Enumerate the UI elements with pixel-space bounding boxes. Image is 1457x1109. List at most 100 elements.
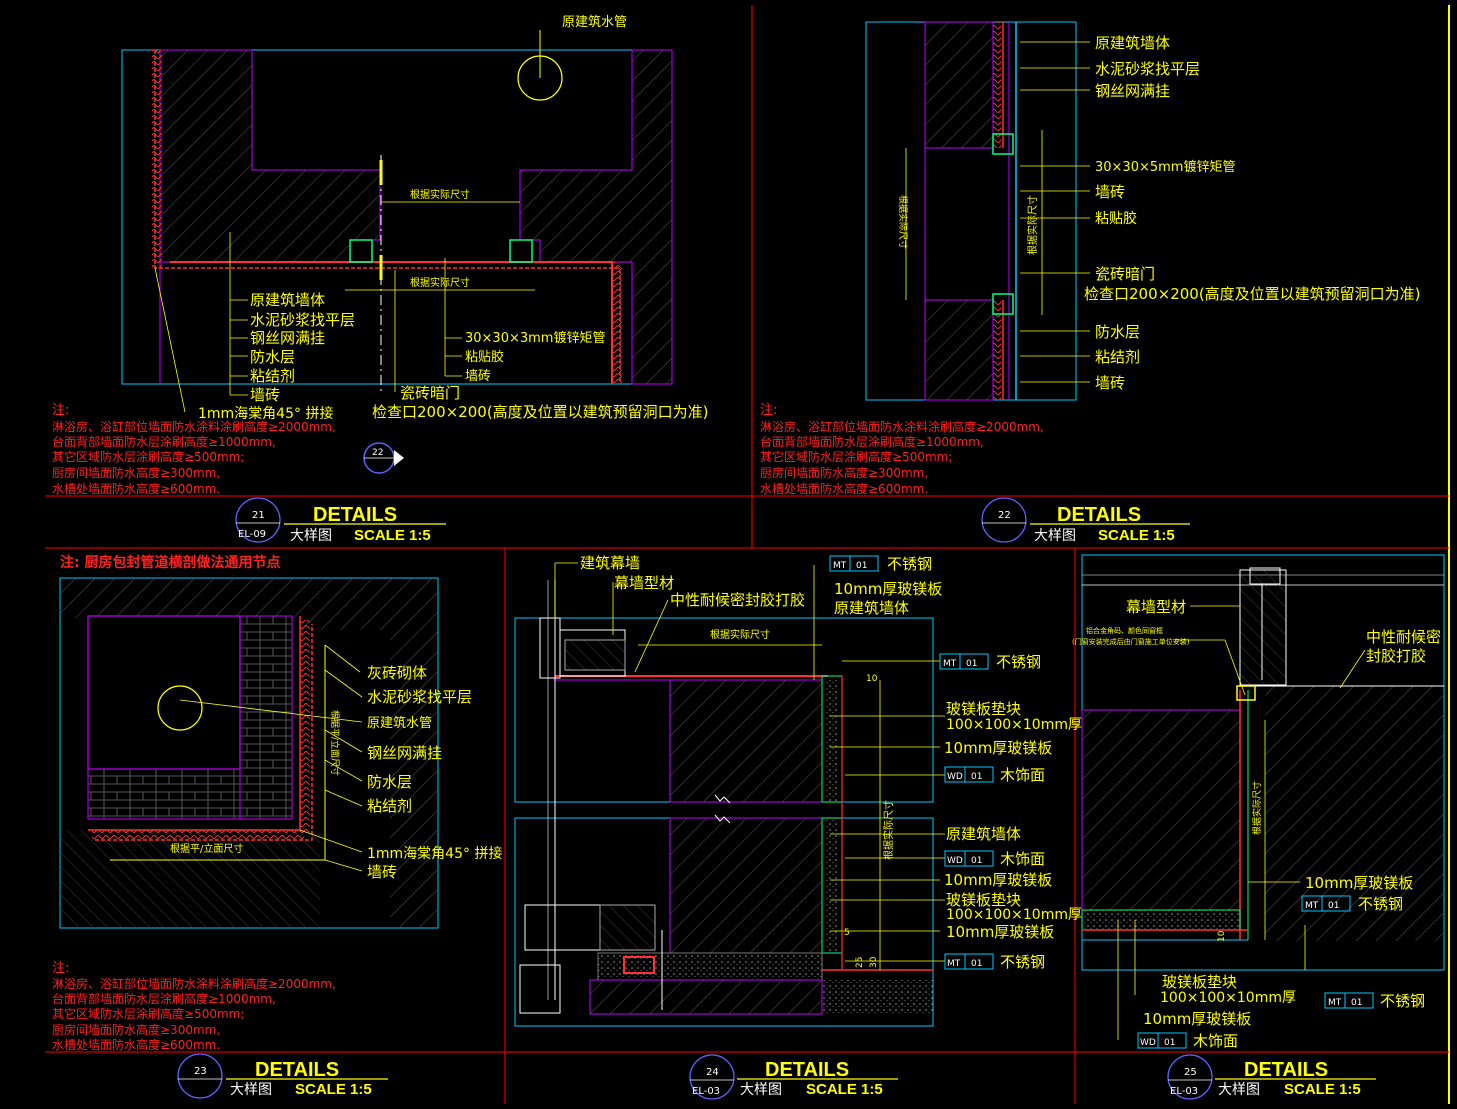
label-tube: 30×30×5mm镀锌矩管 bbox=[1095, 159, 1235, 175]
label-adhesive: 粘结剂 bbox=[367, 797, 412, 815]
note-line: 水槽处墙面防水高度≥600mm. bbox=[52, 481, 220, 496]
dim-text: 根据实际尺寸 bbox=[710, 628, 770, 641]
label-pipe: 原建筑水管 bbox=[562, 14, 627, 30]
detail-badge bbox=[981, 497, 1027, 543]
dim-right: 根据实际尺寸 bbox=[1026, 195, 1039, 255]
label-tile: 墙砖 bbox=[1095, 183, 1125, 201]
sheet-frame bbox=[45, 5, 1450, 1104]
tag-code: MT bbox=[947, 959, 961, 969]
detail-badge bbox=[177, 1053, 223, 1099]
detail-22: 根据实际尺寸 根据实际尺寸 原建筑墙体 水泥砂浆找平层 钢丝网满挂 30×30×… bbox=[760, 21, 1421, 544]
detail-subtitle: 大样图 bbox=[1218, 1082, 1260, 1098]
label-ss: 不锈钢 bbox=[1358, 895, 1403, 913]
label-access: 检查口200×200(高度及位置以建筑预留洞口为准) bbox=[372, 403, 709, 421]
label-mortar: 水泥砂浆找平层 bbox=[250, 311, 355, 329]
dim-vertical: 根据实际尺寸 bbox=[1251, 781, 1263, 835]
detail-badge bbox=[689, 1054, 735, 1100]
label-wall: 原建筑墙体 bbox=[834, 599, 909, 617]
label-profile: 幕墙型材 bbox=[1126, 598, 1186, 616]
label-adhesive: 粘结剂 bbox=[250, 367, 295, 385]
tag-number: 01 bbox=[971, 856, 982, 866]
label-glue: 粘贴胶 bbox=[1095, 210, 1137, 227]
detail-ref: EL-03 bbox=[692, 1086, 720, 1097]
detail-subtitle: 大样图 bbox=[290, 528, 332, 544]
dim-text-2: 根据实际尺寸 bbox=[410, 276, 470, 289]
notes-title: 注: bbox=[52, 403, 69, 418]
note-line: 淋浴房、浴缸部位墙面防水涂料涂刷高度≥2000mm, bbox=[52, 419, 336, 434]
tag-code: MT bbox=[943, 659, 957, 669]
header-note: 注: 厨房包封管道横剖做法通用节点 bbox=[60, 554, 280, 571]
material-tag: WD 01 bbox=[944, 766, 994, 783]
detail-badge bbox=[1167, 1054, 1213, 1100]
label-pad2: 玻镁板垫块 bbox=[946, 891, 1021, 909]
label-mesh: 钢丝网满挂 bbox=[1095, 82, 1170, 100]
detail-subtitle: 大样图 bbox=[740, 1082, 782, 1098]
label-board10c: 10mm厚玻镁板 bbox=[944, 871, 1052, 889]
label-board10d: 10mm厚玻镁板 bbox=[946, 923, 1054, 941]
label-waterproof: 防水层 bbox=[250, 348, 295, 366]
label-curtain-wall: 建筑幕墙 bbox=[580, 554, 640, 572]
label-tile2: 墙砖 bbox=[465, 369, 491, 384]
label-profile: 幕墙型材 bbox=[614, 574, 674, 592]
detail-21: 原建筑水管 根据实际尺寸 根据实际尺寸 原建筑墙体 水泥砂浆找平层 钢丝网满挂 … bbox=[52, 14, 709, 544]
label-corner: 1mm海棠角45° 拼接 bbox=[198, 405, 333, 422]
label-pad-size: 100×100×10mm厚 bbox=[946, 717, 1082, 733]
tag-code: WD bbox=[1140, 1038, 1156, 1048]
label-mortar: 水泥砂浆找平层 bbox=[367, 688, 472, 706]
note-line: 其它区域防水层涂刷高度≥500mm; bbox=[52, 449, 244, 464]
dim-vertical: 根据实际尺寸 bbox=[882, 800, 895, 860]
note-line: 淋浴房、浴缸部位墙面防水涂料涂刷高度≥2000mm, bbox=[52, 976, 336, 991]
detail-number: 24 bbox=[706, 1067, 719, 1078]
label-waterproof: 防水层 bbox=[1095, 323, 1140, 341]
dim-left: 根据实际尺寸 bbox=[897, 195, 909, 249]
label-mesh: 钢丝网满挂 bbox=[250, 329, 325, 347]
detail-scale: SCALE 1:5 bbox=[1284, 1081, 1361, 1098]
label-sealant-1: 中性耐候密 bbox=[1366, 628, 1441, 646]
detail-scale: SCALE 1:5 bbox=[354, 527, 431, 544]
material-tag: MT 01 bbox=[1301, 895, 1351, 912]
material-tag: MT 01 bbox=[944, 953, 994, 970]
detail-number: 25 bbox=[1184, 1067, 1197, 1078]
label-door: 瓷砖暗门 bbox=[1095, 265, 1155, 283]
detail-23: 注: 厨房包封管道横剖做法通用节点 根据平/立面尺寸 根据平/立面尺寸 灰砖砌体… bbox=[52, 554, 502, 1099]
label-sealant: 中性耐候密封胶打胶 bbox=[670, 591, 805, 609]
label-wall: 原建筑墙体 bbox=[250, 291, 325, 309]
detail-scale: SCALE 1:5 bbox=[1098, 527, 1175, 544]
detail-number: 23 bbox=[194, 1066, 207, 1077]
label-ss-2: 不锈钢 bbox=[996, 653, 1041, 671]
detail-scale: SCALE 1:5 bbox=[806, 1081, 883, 1098]
label-tube: 30×30×3mm镀锌矩管 bbox=[465, 330, 605, 346]
note-line: 其它区域防水层涂刷高度≥500mm; bbox=[760, 449, 952, 464]
detail-title: DETAILS bbox=[313, 504, 397, 526]
label-glue: 粘贴胶 bbox=[465, 349, 504, 365]
label-ss-top: 不锈钢 bbox=[887, 555, 932, 573]
label-sealant-2: 封胶打胶 bbox=[1366, 647, 1426, 665]
tag-number: 01 bbox=[971, 959, 982, 969]
note-line: 厨房间墙面防水高度≥300mm, bbox=[760, 465, 928, 480]
tag-code: WD bbox=[947, 856, 963, 866]
label-board10b: 10mm厚玻镁板 bbox=[1143, 1010, 1251, 1028]
label-ss2: 不锈钢 bbox=[1380, 992, 1425, 1010]
detail-title: DETAILS bbox=[1244, 1059, 1328, 1081]
label-wood: 木饰面 bbox=[1193, 1032, 1238, 1050]
dim-horizontal: 根据平/立面尺寸 bbox=[170, 842, 243, 855]
dim-text-1: 根据实际尺寸 bbox=[410, 188, 470, 201]
label-pad: 玻镁板垫块 bbox=[946, 700, 1021, 718]
water-pipe-symbol bbox=[157, 685, 203, 731]
note-line: 台面背部墙面防水层涂刷高度≥1000mm, bbox=[52, 991, 276, 1006]
dim-25: 25 bbox=[855, 957, 865, 968]
note-line: 台面背部墙面防水层涂刷高度≥1000mm, bbox=[52, 434, 276, 449]
small-note-2: (门窗安装完成后由门窗施工单位安装) bbox=[1072, 637, 1190, 646]
section-marker-number: 22 bbox=[372, 448, 383, 458]
note-line: 其它区域防水层涂刷高度≥500mm; bbox=[52, 1006, 244, 1021]
small-note-1: 铝合金角码、颜色同窗框 bbox=[1086, 626, 1163, 635]
dim-10: 10 bbox=[1217, 930, 1227, 942]
label-tile: 墙砖 bbox=[250, 386, 280, 404]
tag-code: MT bbox=[833, 561, 847, 571]
label-door: 瓷砖暗门 bbox=[400, 384, 460, 402]
detail-ref: EL-09 bbox=[238, 529, 266, 540]
material-tag: WD 01 bbox=[944, 850, 994, 867]
material-tag: MT 01 bbox=[939, 653, 989, 670]
dim-30: 30 bbox=[869, 956, 879, 968]
